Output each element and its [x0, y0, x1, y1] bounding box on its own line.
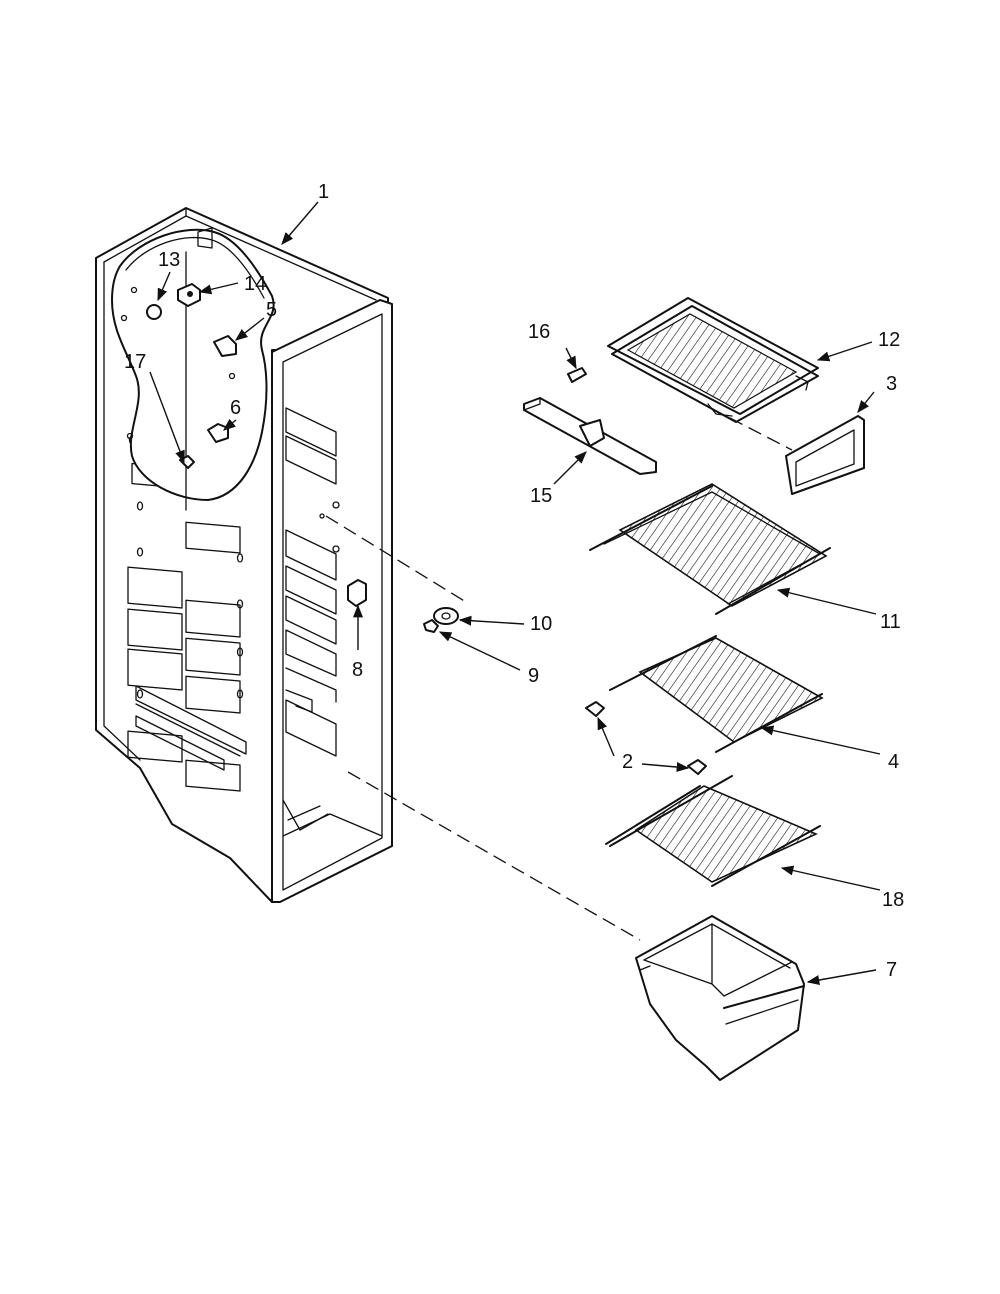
callout-11: 11	[880, 611, 901, 633]
callout-1: 1	[318, 181, 329, 203]
bushing-10	[433, 607, 459, 625]
bracket-15	[523, 397, 657, 475]
callout-5: 5	[266, 299, 277, 321]
callout-9: 9	[528, 665, 539, 687]
callout-2: 2	[622, 751, 633, 773]
callout-17: 17	[124, 351, 146, 373]
frame-3	[785, 415, 865, 495]
guide-line-7	[347, 771, 641, 941]
clip-9	[423, 619, 439, 633]
callout-8: 8	[352, 659, 363, 681]
light-switch	[213, 335, 237, 357]
shelf-18	[605, 775, 821, 887]
shelf-4	[609, 635, 824, 753]
callout-18: 18	[882, 889, 904, 911]
guide-line-3	[729, 417, 793, 451]
callout-12: 12	[878, 329, 900, 351]
callout-6: 6	[230, 397, 241, 419]
shelf-stop	[347, 579, 367, 607]
callout-15: 15	[530, 485, 552, 507]
bin-7	[635, 915, 805, 1081]
callout-10: 10	[530, 613, 552, 635]
shelf-support-2a	[585, 701, 605, 717]
callout-14: 14	[244, 273, 266, 295]
thermostat-knob	[207, 423, 229, 443]
shelf-support-2b	[687, 759, 707, 775]
freezer-liner	[95, 207, 393, 903]
tray-12	[607, 297, 819, 423]
callout-labels: 1 2 3 4 5 6 7 8 9 10 11 12 13 14 15 16 1…	[124, 181, 904, 981]
guide-line-10	[325, 515, 467, 603]
light-bulb	[146, 304, 162, 320]
leader-lines	[149, 201, 881, 985]
screw-16	[567, 367, 587, 383]
callout-16: 16	[528, 321, 550, 343]
light-socket	[177, 283, 201, 307]
callout-4: 4	[888, 751, 899, 773]
callout-7: 7	[886, 959, 897, 981]
callout-13: 13	[158, 249, 180, 271]
callout-3: 3	[886, 373, 897, 395]
shelf-11	[589, 483, 831, 615]
